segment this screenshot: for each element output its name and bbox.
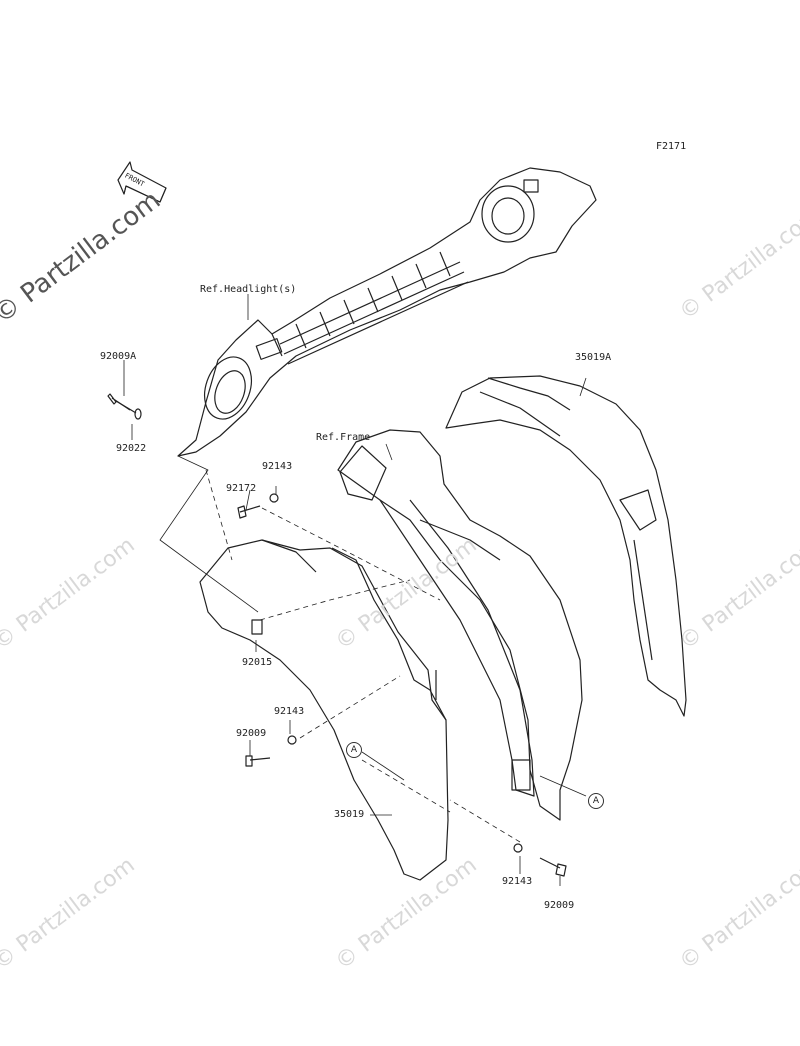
fender-35019A (445, 375, 687, 717)
washer-92143-mid-icon (287, 735, 297, 745)
part-label-92172[interactable]: 92172 (226, 483, 257, 494)
bolt-92009-bot-icon (539, 857, 567, 877)
frame-reference (337, 429, 583, 821)
part-label-92009-mid[interactable]: 92009 (236, 728, 267, 739)
part-label-35019A[interactable]: 35019A (575, 352, 612, 363)
part-label-35019[interactable]: 35019 (334, 809, 365, 820)
part-label-92143-top[interactable]: 92143 (262, 461, 293, 472)
ref-headlight-label[interactable]: Ref.Headlight(s) (200, 284, 297, 295)
part-label-92143-mid[interactable]: 92143 (274, 706, 305, 717)
part-label-92015[interactable]: 92015 (242, 657, 273, 668)
bolt-92172-icon (237, 505, 261, 519)
part-label-92022[interactable]: 92022 (116, 443, 147, 454)
ref-frame-label[interactable]: Ref.Frame (316, 432, 371, 443)
bolt-92009-mid-icon (245, 755, 271, 767)
marker-a-right: A (588, 793, 604, 809)
part-label-92143-bot[interactable]: 92143 (502, 876, 533, 887)
headlight-grille-assembly (177, 167, 597, 457)
bolt-92009A-icon (107, 393, 137, 414)
marker-a-left: A (346, 742, 362, 758)
leader-lines (123, 294, 587, 886)
washer-92143-top-icon (269, 493, 279, 503)
clip-92015-icon (251, 619, 263, 635)
dashed-alignment-lines (205, 469, 521, 843)
front-arrow-icon (117, 161, 167, 203)
washer-92022-icon (134, 408, 142, 420)
part-label-92009A[interactable]: 92009A (100, 351, 137, 362)
washer-92143-bot-icon (513, 843, 523, 853)
part-label-92009-bot[interactable]: 92009 (544, 900, 575, 911)
diagram-code: F2171 (656, 141, 687, 152)
